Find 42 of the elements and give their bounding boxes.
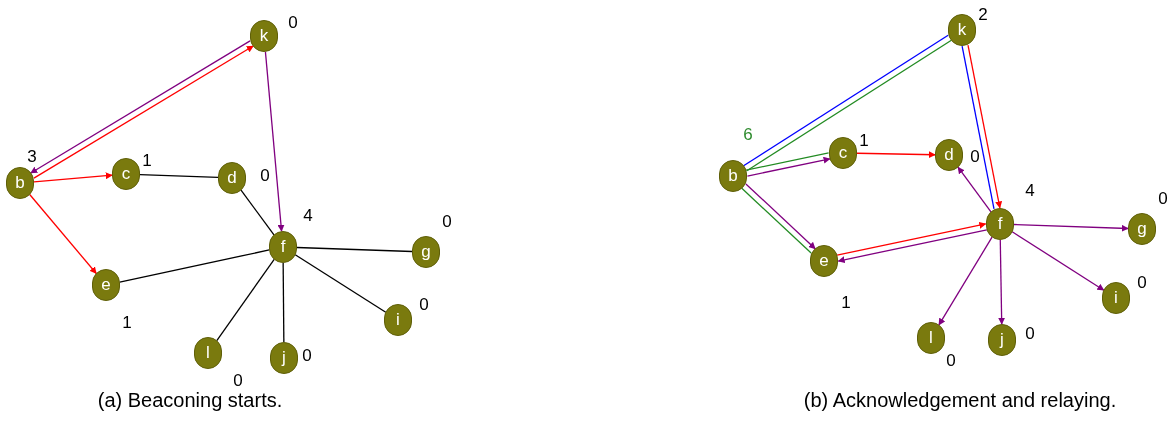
node-count: 1 xyxy=(841,293,851,311)
node-count: 0 xyxy=(970,147,980,165)
arrow xyxy=(967,44,1003,209)
subfigure-caption: (a) Beaconing starts. xyxy=(97,390,283,410)
arrow xyxy=(33,172,113,183)
connector-line xyxy=(139,173,219,179)
node-count: 0 xyxy=(442,212,452,230)
node-count: 0 xyxy=(260,166,270,184)
node-count: 0 xyxy=(1158,189,1168,207)
node-count: 1 xyxy=(859,131,869,149)
node-count: 2 xyxy=(978,5,988,23)
connector-line xyxy=(296,246,413,253)
connector-line xyxy=(745,152,830,171)
node-count: 0 xyxy=(1025,324,1035,342)
node-count: 1 xyxy=(142,151,152,169)
node-count: 0 xyxy=(288,13,298,31)
node-count: 1 xyxy=(122,313,132,331)
arrow xyxy=(957,166,992,213)
connector-line xyxy=(216,258,275,342)
node-count: 0 xyxy=(946,351,956,369)
node-count: 4 xyxy=(303,206,313,224)
arrow xyxy=(837,229,988,264)
arrow xyxy=(998,239,1006,325)
connector-line xyxy=(240,189,275,236)
arrow xyxy=(264,51,285,232)
node-count: 6 xyxy=(743,125,753,143)
connector-line xyxy=(282,262,285,343)
arrow xyxy=(856,151,936,159)
node-count: 0 xyxy=(1137,273,1147,291)
arrow xyxy=(1013,223,1129,232)
node-count: 3 xyxy=(27,147,37,165)
arrow xyxy=(746,156,831,177)
arrow xyxy=(836,221,987,256)
arrow xyxy=(938,236,993,326)
node-count: 0 xyxy=(419,295,429,313)
node-count: 4 xyxy=(1025,181,1035,199)
arrow xyxy=(29,193,97,275)
connector-line xyxy=(119,249,270,283)
node-count: 0 xyxy=(302,346,312,364)
connector-line xyxy=(961,45,995,210)
node-count: 0 xyxy=(233,371,243,389)
subfigure-caption: (b) Acknowledgement and relaying. xyxy=(803,390,1117,410)
